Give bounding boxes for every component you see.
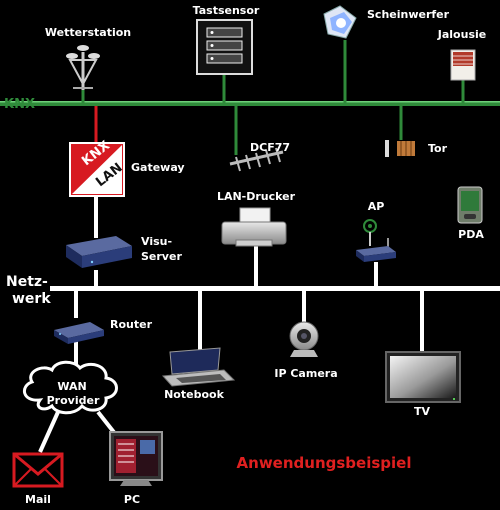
pc-label: PC: [124, 493, 140, 506]
knx-bus: [0, 40, 500, 155]
router-label: Router: [110, 318, 153, 331]
window-blind-icon: [450, 49, 476, 81]
knx-bus-label: KNX: [4, 97, 35, 112]
gateway-label: Gateway: [131, 161, 185, 174]
pda-icon: [457, 186, 483, 224]
notebook-icon: [161, 347, 236, 387]
spotlight-icon: [323, 5, 357, 39]
ip-camera-icon: [289, 321, 319, 357]
visu-server-icon: [66, 236, 132, 268]
pda-label: PDA: [458, 228, 484, 241]
tor-label: Tor: [428, 142, 448, 155]
tv-icon: [385, 351, 461, 403]
printer-icon: [221, 207, 287, 247]
pc-monitor-icon: [109, 431, 163, 486]
visu-server-label-1: Visu-: [141, 235, 172, 248]
push-button-sensor-icon: [196, 19, 253, 75]
wan-label-2: Provider: [47, 394, 100, 407]
wan-label-1: WAN: [57, 380, 86, 393]
tastsensor-label: Tastsensor: [193, 4, 260, 17]
ip-camera-label: IP Camera: [274, 367, 337, 380]
weather-station-icon: [66, 45, 100, 90]
lan-label-line1: Netz-: [6, 274, 48, 290]
knx-lan-gateway-icon: KNX LAN: [69, 138, 125, 197]
visu-server-label-2: Server: [141, 250, 182, 263]
lan-drucker-label: LAN-Drucker: [217, 190, 296, 203]
mail-icon: [12, 452, 64, 488]
dcf77-antenna-icon: [229, 147, 284, 172]
dcf77-label: DCF77: [250, 141, 290, 154]
tv-label: TV: [414, 405, 431, 418]
access-point-icon: [356, 219, 396, 262]
router-icon: [54, 322, 104, 344]
lan-label-line2: werk: [12, 291, 51, 307]
gate-icon: [385, 140, 415, 157]
wetterstation-label: Wetterstation: [45, 26, 131, 39]
notebook-label: Notebook: [164, 388, 224, 401]
ap-label: AP: [368, 200, 385, 213]
mail-label: Mail: [25, 493, 51, 506]
wan-cloud-icon: [23, 360, 118, 415]
scheinwerfer-label: Scheinwerfer: [367, 8, 450, 21]
caption-title: Anwendungsbeispiel: [237, 454, 412, 472]
jalousie-label: Jalousie: [437, 28, 486, 41]
